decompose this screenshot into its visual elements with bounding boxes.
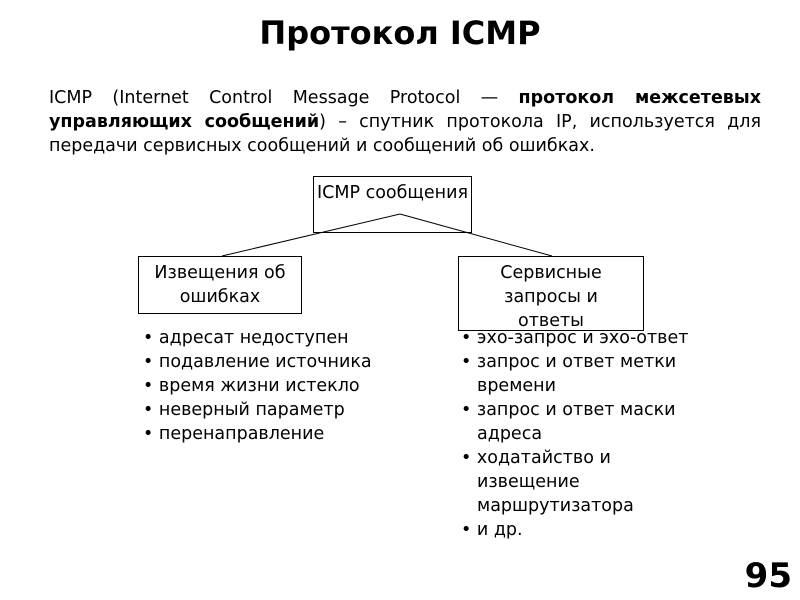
list-item: запрос и ответ метки времени [461,350,726,398]
connector-right [399,213,553,257]
slide-title: Протокол ICMP [259,14,541,52]
list-item: адресат недоступен [143,326,433,350]
list-item: время жизни истекло [143,374,433,398]
root-box: ICMP сообщения [313,176,472,233]
list-item: перенаправление [143,422,433,446]
intro-text-1: ICMP (Internet Control Message Protocol … [49,88,519,108]
intro-text-2: ) – спутник протокола IP, используется д… [49,112,761,156]
list-item: эхо-запрос и эхо-ответ [461,326,726,350]
service-list: эхо-запрос и эхо-ответ запрос и ответ ме… [461,326,726,542]
list-item: ходатайство и извещение маршрутизатора [461,446,677,518]
list-item: неверный параметр [143,398,433,422]
error-list: адресат недоступен подавление источника … [143,326,433,446]
list-item: запрос и ответ маски адреса [461,398,726,446]
list-item: и др. [461,518,726,542]
errors-box: Извещения об ошибках [138,256,302,314]
connector-left [221,213,401,257]
intro-bold: протокол межсетевых управляющих сообщени… [49,88,761,132]
service-box: Сервисные запросы и ответы [458,256,644,331]
intro-paragraph: ICMP (Internet Control Message Protocol … [49,86,761,158]
list-item: подавление источника [143,350,433,374]
page-number: 95 [744,556,792,596]
